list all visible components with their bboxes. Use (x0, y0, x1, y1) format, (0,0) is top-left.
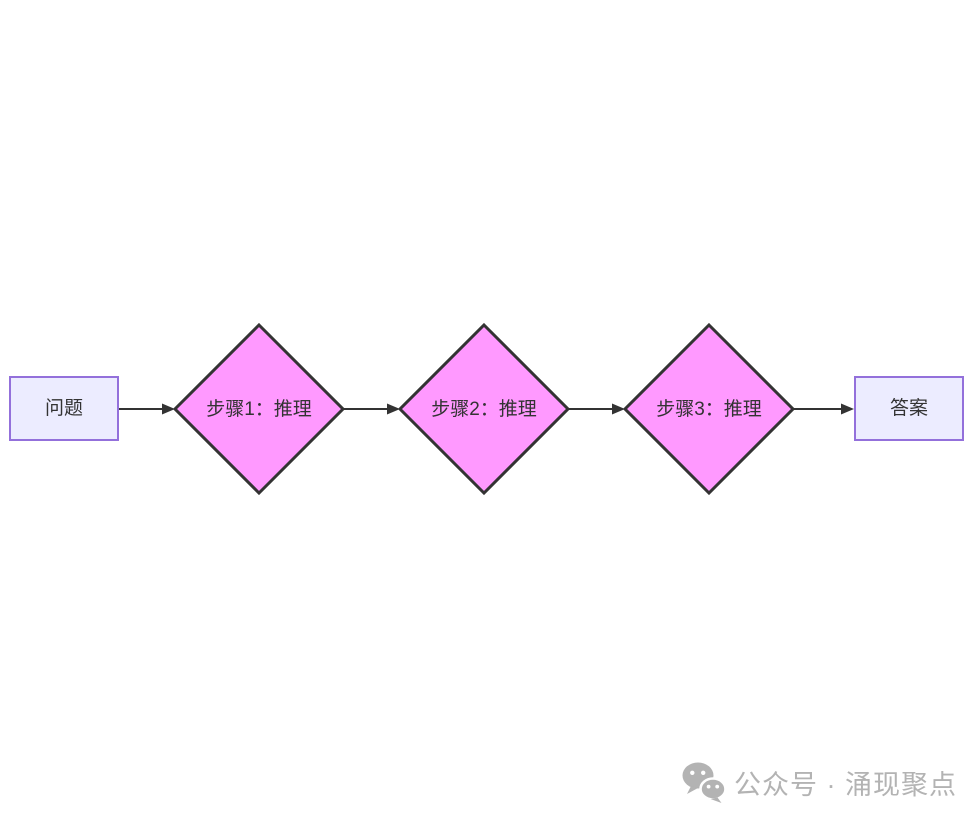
arrowhead-icon (841, 403, 854, 415)
watermark: 公众号 · 涌现聚点 (680, 760, 957, 804)
wechat-icon (682, 762, 727, 803)
node-question-shape (9, 376, 119, 441)
edge-question-step1 (118, 403, 175, 415)
arrowhead-icon (162, 403, 175, 415)
arrowhead-icon (387, 403, 400, 415)
node-step3-shape (622, 322, 796, 496)
edge-step3-answer (793, 403, 854, 415)
edge-step1-step2 (343, 403, 400, 415)
node-answer-shape (854, 376, 964, 441)
watermark-text: 公众号 · 涌现聚点 (734, 769, 957, 800)
edge-step2-step3 (568, 403, 625, 415)
arrowhead-icon (612, 403, 625, 415)
node-step1-shape (172, 322, 346, 496)
node-step2-shape (397, 322, 571, 496)
